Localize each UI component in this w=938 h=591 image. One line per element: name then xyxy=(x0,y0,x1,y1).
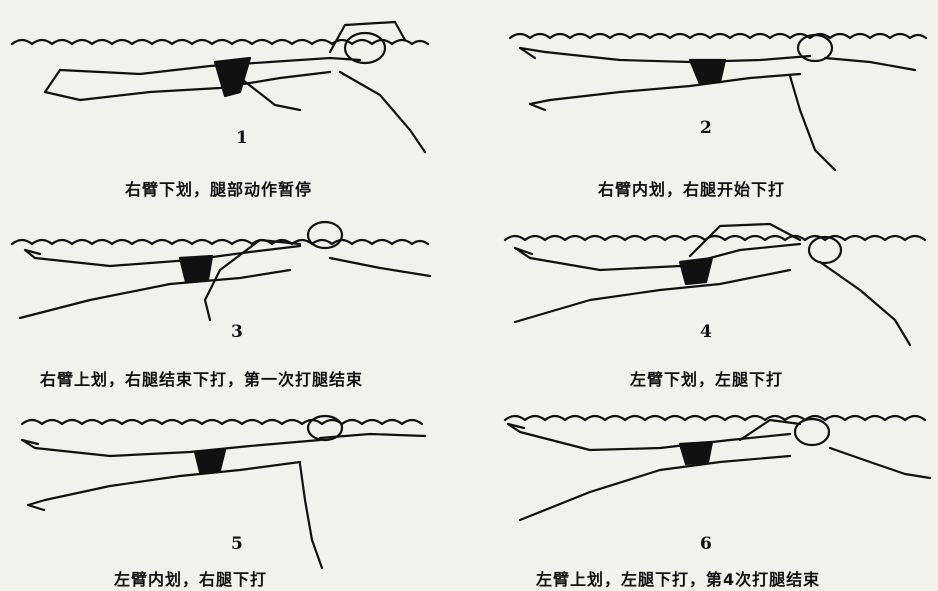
panel-5-trunks xyxy=(195,450,225,472)
panel-6-figure xyxy=(505,416,930,520)
panel-1-caption: 右臂下划，腿部动作暂停 xyxy=(125,176,312,200)
panel-6-water-line xyxy=(505,416,925,420)
panel-2-caption: 右臂内划，右腿开始下打 xyxy=(598,176,785,200)
panel-5-caption: 左臂内划，右腿下打 xyxy=(114,566,267,590)
panel-2-trunks xyxy=(690,60,725,84)
panel-2-pull-arm xyxy=(790,76,835,170)
panel-4-body xyxy=(530,244,800,270)
panel-1-pull-arm xyxy=(340,72,425,152)
panel-1-trunks xyxy=(215,58,250,96)
panel-6-number: 6 xyxy=(700,534,712,554)
panel-6-head xyxy=(795,419,829,445)
panel-4-caption: 左臂下划，左腿下打 xyxy=(630,366,783,390)
panel-4-water-line xyxy=(505,236,925,240)
panel-1-body xyxy=(60,58,360,74)
panel-2-head xyxy=(798,35,832,61)
panel-5-pull-arm xyxy=(300,464,322,568)
panel-4-trunks xyxy=(680,258,712,284)
panel-4-pull-arm xyxy=(820,262,910,345)
panel-6-reach-arm xyxy=(830,448,930,478)
panel-1-figure xyxy=(12,22,428,152)
panel-2-body xyxy=(545,52,810,62)
panel-5-water-line xyxy=(22,420,422,424)
panel-6-caption: 左臂上划，左腿下打，第4次打腿结束 xyxy=(536,566,820,590)
panel-2-number: 2 xyxy=(700,118,712,138)
panel-1-head xyxy=(345,33,385,63)
panel-3-trunks xyxy=(180,256,212,282)
panel-5-body xyxy=(35,440,320,456)
panel-6-trunks xyxy=(680,442,712,464)
panel-4-figure xyxy=(505,224,925,345)
panel-2-figure xyxy=(510,34,926,170)
panel-2-reach-arm xyxy=(825,58,915,70)
panel-3-caption: 右臂上划，右腿结束下打，第一次打腿结束 xyxy=(40,366,363,390)
panel-5-figure xyxy=(22,416,425,568)
panel-3-reach-arm xyxy=(330,258,430,276)
panel-3-head xyxy=(308,222,342,248)
panel-1-recovery-arm xyxy=(330,22,405,52)
panel-3-water-line xyxy=(12,240,428,244)
panel-1-number: 1 xyxy=(236,128,248,148)
panel-5-head xyxy=(308,416,342,440)
panel-3-figure xyxy=(12,222,430,320)
panel-1-water-line xyxy=(12,40,428,44)
panel-4-number: 4 xyxy=(700,322,712,342)
panel-5-number: 5 xyxy=(231,534,243,554)
panel-2-water-line xyxy=(510,34,926,38)
panel-3-body xyxy=(35,246,300,266)
panel-3-number: 3 xyxy=(231,322,243,342)
